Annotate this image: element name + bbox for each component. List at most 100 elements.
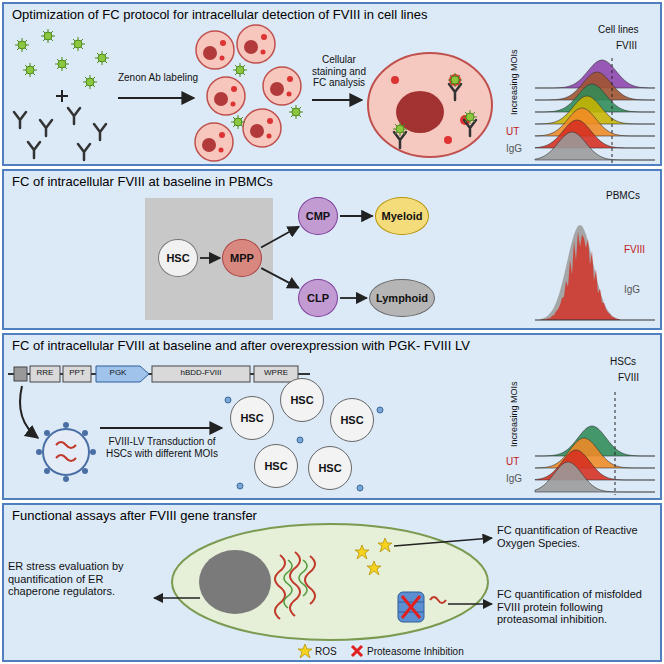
lentivirus [43,429,89,475]
panel-title: FC of intracellular FVIII at baseline in… [12,174,652,189]
transduced-cell [367,561,381,575]
antibodies [94,124,106,140]
labeled-cells [195,123,233,161]
lentivirus [36,422,96,482]
threshold-line [615,392,616,495]
cell-circle: Lymphoid [369,279,435,317]
panel-title: Functional assays after FVIII gene trans… [12,508,652,523]
histogram-overlay [535,60,655,160]
lentivirus [44,468,50,474]
annotation: FVIII [624,244,658,256]
lentivirus [63,422,69,428]
cell-label: CLP [307,292,329,305]
leader-arrow [448,603,492,605]
annotation: FC quantification of misfolded FVIII pro… [497,588,657,626]
lentiviral-vector [96,366,149,382]
labeled-cells [289,105,303,119]
fluorophore-dots [83,75,97,89]
ros-star-symbol [298,644,312,658]
antibodies [68,108,80,124]
annotation: IgG [506,473,532,485]
ros-star-symbol [298,644,312,658]
cell-circle: HSC [254,444,298,488]
antibodies [40,120,52,136]
lineage-arrow [200,257,220,259]
panel-grounds [2,169,662,330]
panel-grounds [2,333,662,500]
cell-label: Lymphoid [376,292,428,305]
virus-particles [237,483,243,489]
stained-cell [368,53,492,157]
annotation: IgG [506,143,532,155]
packaging-arrow [20,386,38,438]
labeled-cells [237,25,275,63]
fluorophore-dots [71,37,85,51]
fluorophore-dots [55,57,69,71]
leader-arrow [394,538,492,546]
histogram-curve [535,462,655,492]
stained-cell [368,53,492,157]
transduced-cell [398,592,424,622]
annotation: FC quantification of Reactive Oxygen Spe… [497,524,657,549]
stained-cell [391,76,399,84]
annotation: UT [506,456,532,468]
cell-label: HSC [318,462,341,475]
annotation: PBMCs [606,190,658,202]
cell-label: CMP [306,210,330,223]
legend-text: Proteasome Inhibition [367,646,464,657]
transduced-cell [172,524,488,640]
stained-cell [449,74,461,86]
lentivirus [44,430,50,436]
lentiviral-vector [152,366,250,382]
lentiviral-vector [30,366,60,382]
inhibition-cross-symbol [352,646,362,656]
transduced-cell [355,545,369,559]
annotation: FVIII [616,40,656,52]
virus-particles [297,437,303,443]
cell-circle: CMP [298,197,338,235]
lentivirus [36,449,42,455]
legend-item: Proteasome Inhibition [350,644,464,658]
virus-particles [377,407,383,413]
fluorophore-dots [23,63,37,77]
transduced-cell [172,524,488,640]
histogram-curve [535,108,655,136]
plus-sign [56,90,68,102]
staining-arrow [312,99,362,101]
stem-ground [145,198,273,320]
annotation: IgG [624,284,658,296]
labeling-arrow [118,97,194,99]
cell-label: HSC [240,412,263,425]
lentivirus [90,449,96,455]
annotation: RRE [30,368,60,377]
annotation: FVIII [618,372,658,384]
antibodies [14,108,106,160]
antibodies [28,142,40,158]
annotation: ER stress evaluation by quantification o… [8,560,150,598]
annotation: Increasing MOIs [509,375,519,453]
virus-particles [357,485,363,491]
lentiviral-vector [8,366,310,382]
cell-label: HSC [264,460,287,473]
annotation: WPRE [254,368,298,377]
lentivirus [63,476,69,482]
cell-label: HSC [166,252,189,265]
panel-grounds [2,503,662,662]
panel-band: HSCMPPCMPMyeloidCLPLymphoidFC of intrace… [2,169,662,330]
transduction-arrow [100,427,222,429]
cell-circle: HSC [308,446,352,490]
cell-circle: CLP [298,279,338,317]
annotation: PGK [96,368,140,377]
annotation: Zenon Ab labeling [116,72,200,84]
annotation: FVIII-LV Transduction of HSCs with diffe… [104,436,220,459]
transduced-cell [199,550,271,614]
cell-circle: HSC [158,239,198,277]
labeled-cells [231,115,245,129]
transduced-cell [275,552,315,619]
lineage-arrow [261,268,298,288]
annotation: HSCs [610,356,658,368]
transduced-cell [402,596,420,618]
lentivirus [82,468,88,474]
histogram-curve [535,438,655,468]
